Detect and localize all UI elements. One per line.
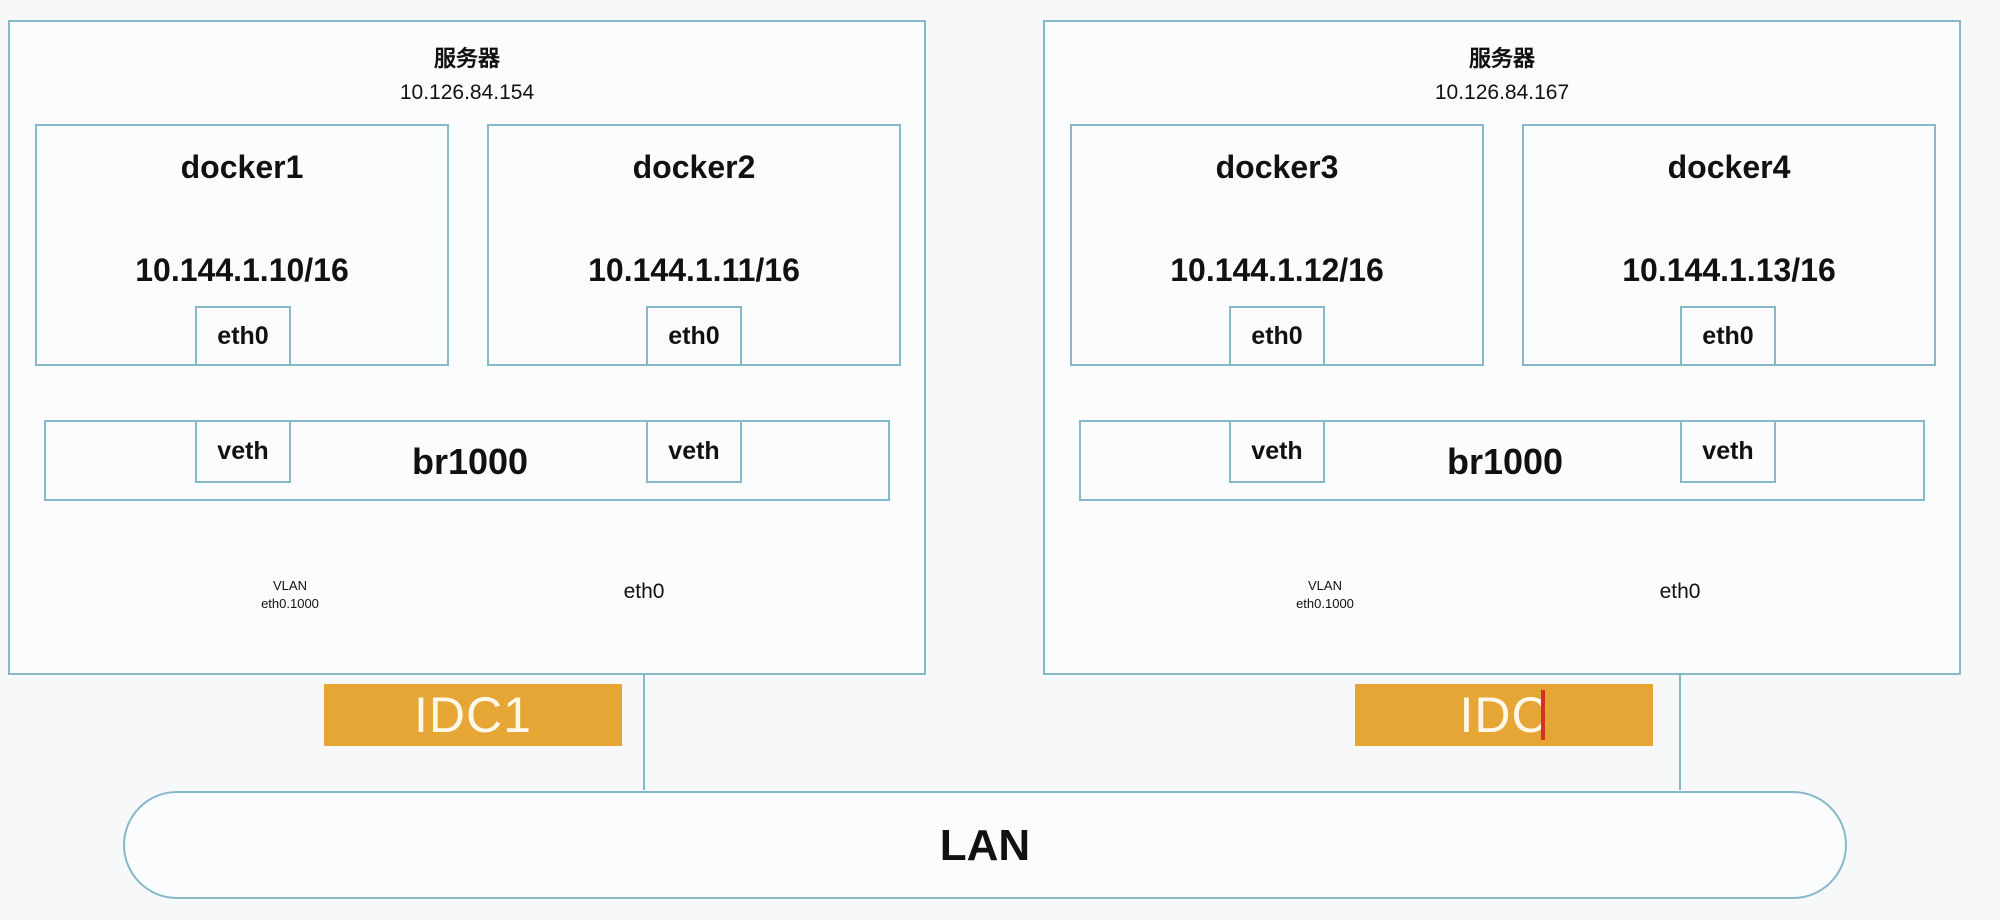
server-title: 服务器 — [1468, 47, 1535, 72]
docker-ip: 10.144.1.11/16 — [588, 251, 800, 288]
vlan-line2: eth0.1000 — [261, 596, 319, 611]
docker-name: docker4 — [1667, 148, 1791, 185]
nic-label: eth0 — [1659, 580, 1701, 603]
vlan-line2: eth0.1000 — [1296, 596, 1354, 611]
eth0-interface: eth0 — [1680, 306, 1776, 366]
lan-capsule — [123, 791, 1847, 899]
docker-ip: 10.144.1.13/16 — [1622, 251, 1836, 288]
server-ip: 10.126.84.154 — [399, 81, 535, 104]
docker-name: docker1 — [180, 148, 304, 185]
veth-interface: veth — [195, 420, 291, 483]
vlan-label: VLAN eth0.1000 — [210, 570, 370, 620]
vlan-line1: VLAN — [273, 578, 307, 593]
veth-interface: veth — [1680, 420, 1776, 483]
bridge-box — [1079, 420, 1925, 501]
idc-label: IDC1 — [324, 684, 622, 746]
eth0-interface: eth0 — [646, 306, 742, 366]
idc-label: IDC — [1355, 684, 1653, 746]
veth-interface: veth — [1229, 420, 1325, 483]
vlan-label: VLAN eth0.1000 — [1245, 570, 1405, 620]
docker-name: docker2 — [632, 148, 756, 185]
docker-container — [487, 124, 901, 366]
server-ip: 10.126.84.167 — [1434, 81, 1570, 104]
eth0-interface: eth0 — [1229, 306, 1325, 366]
server-title: 服务器 — [433, 47, 500, 72]
bridge-label: br1000 — [1446, 441, 1564, 482]
bridge-box — [44, 420, 890, 501]
docker-ip: 10.144.1.12/16 — [1170, 251, 1384, 288]
vlan-line1: VLAN — [1308, 578, 1342, 593]
lan-label: LAN — [939, 821, 1031, 870]
text-cursor — [1541, 690, 1545, 740]
docker-name: docker3 — [1215, 148, 1339, 185]
eth0-interface: eth0 — [195, 306, 291, 366]
docker-ip: 10.144.1.10/16 — [135, 251, 349, 288]
nic-label: eth0 — [623, 580, 665, 603]
veth-interface: veth — [646, 420, 742, 483]
bridge-label: br1000 — [411, 441, 529, 482]
